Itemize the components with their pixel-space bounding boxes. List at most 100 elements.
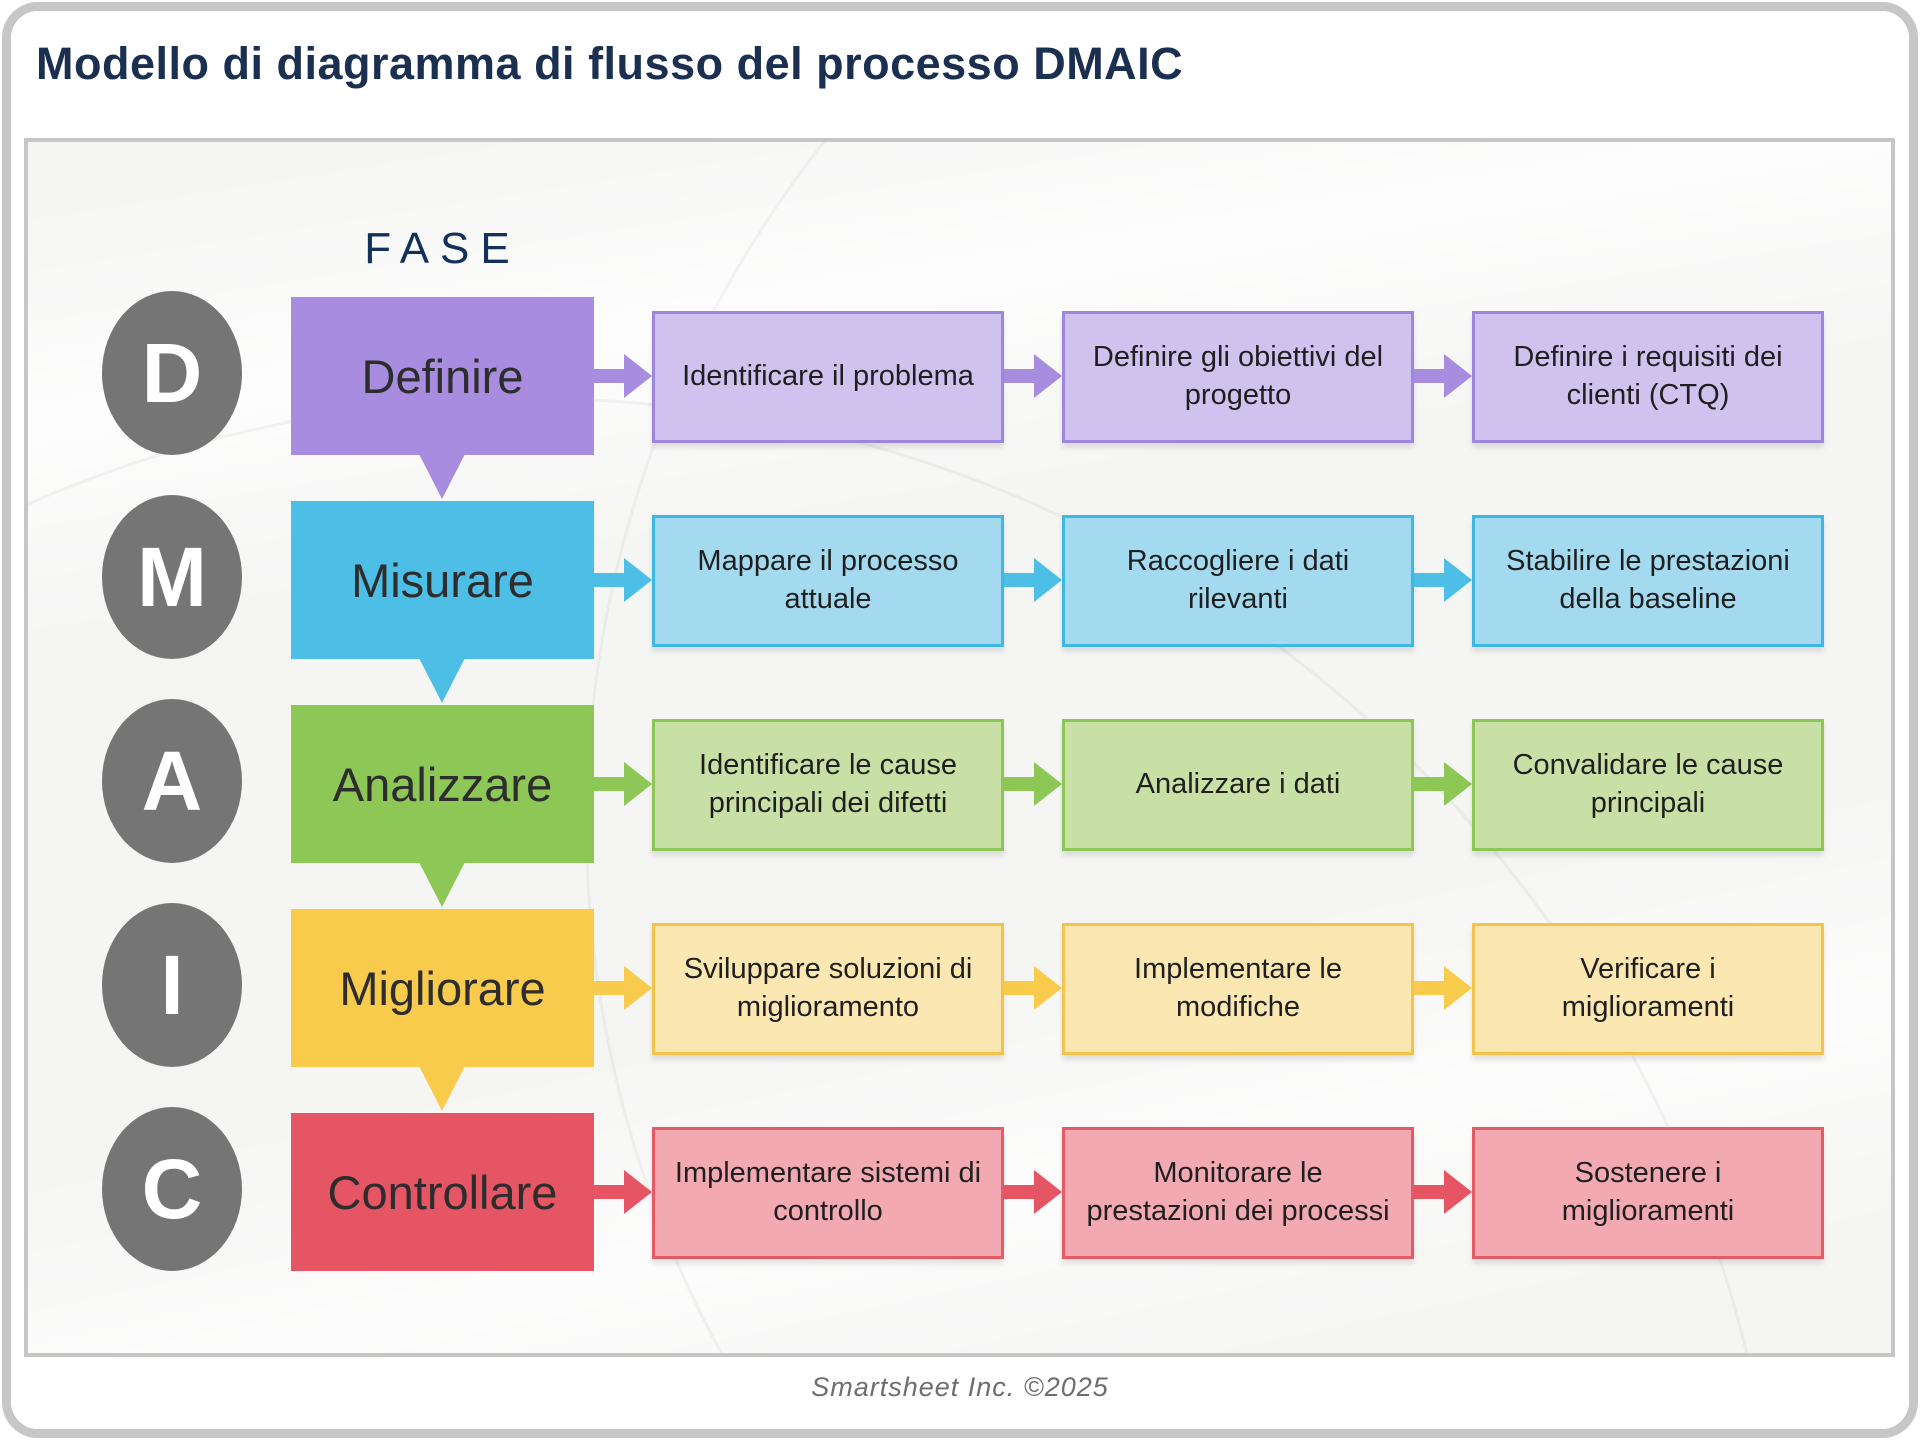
arrow-bar <box>1414 1185 1446 1199</box>
step-text: Convalidare le cause principali <box>1512 749 1784 819</box>
down-connector-icon <box>419 454 465 499</box>
phase-label: Analizzare <box>332 757 553 811</box>
down-connector-icon <box>419 658 465 703</box>
phase-box-analyze: Analizzare <box>291 705 594 863</box>
arrow-bar <box>594 777 626 791</box>
arrow-bar <box>594 1185 626 1199</box>
row-control: C Controllare Implementare sistemi di co… <box>28 1107 1891 1271</box>
flow-arrow-icon <box>594 966 652 1010</box>
step-box: Identificare il problema <box>652 311 1004 443</box>
step-box: Sviluppare soluzioni di miglioramento <box>652 923 1004 1055</box>
letter-badge-a: A <box>102 699 242 863</box>
arrow-bar <box>1004 777 1036 791</box>
arrow-bar <box>1414 573 1446 587</box>
phase-label: Misurare <box>351 553 534 607</box>
footer-credit: Smartsheet Inc. ©2025 <box>811 1372 1109 1402</box>
phase-box-improve: Migliorare <box>291 909 594 1067</box>
row-improve: I Migliorare Sviluppare soluzioni di mig… <box>28 903 1891 1111</box>
flow-arrow-icon <box>1004 762 1062 806</box>
arrow-head <box>1444 558 1472 602</box>
arrow-bar <box>594 369 626 383</box>
row-measure: M Misurare Mappare il processo attuale R… <box>28 495 1891 703</box>
step-text: Analizzare i dati <box>1135 768 1341 801</box>
arrow-head <box>1444 966 1472 1010</box>
letter-text: I <box>160 938 184 1032</box>
phase-box-control: Controllare <box>291 1113 594 1271</box>
step-text: Stabilire le prestazioni della baseline <box>1506 545 1790 615</box>
arrow-bar <box>1414 981 1446 995</box>
step-text: Implementare le modifiche <box>1134 953 1342 1023</box>
arrow-head <box>1444 762 1472 806</box>
row-define: D Definire Identificare il problema Defi… <box>28 291 1891 499</box>
arrow-head <box>1034 558 1062 602</box>
arrow-head <box>1034 966 1062 1010</box>
diagram-panel: FASE D Definire Identificare il problema… <box>24 138 1895 1357</box>
arrow-head <box>1034 762 1062 806</box>
step-box: Sostenere i miglioramenti <box>1472 1127 1824 1259</box>
step-box: Implementare le modifiche <box>1062 923 1414 1055</box>
arrow-bar <box>594 573 626 587</box>
arrow-bar <box>1004 369 1036 383</box>
step-text: Sviluppare soluzioni di miglioramento <box>683 953 973 1023</box>
flow-arrow-icon <box>1414 966 1472 1010</box>
letter-text: M <box>137 530 207 624</box>
step-box: Definire gli obiettivi del progetto <box>1062 311 1414 443</box>
step-text: Identificare il problema <box>682 360 974 393</box>
step-box: Monitorare le prestazioni dei processi <box>1062 1127 1414 1259</box>
letter-badge-m: M <box>102 495 242 659</box>
step-box: Convalidare le cause principali <box>1472 719 1824 851</box>
flow-arrow-icon <box>1004 1170 1062 1214</box>
arrow-bar <box>594 981 626 995</box>
step-box: Definire i requisiti dei clienti (CTQ) <box>1472 311 1824 443</box>
step-box: Identificare le cause principali dei dif… <box>652 719 1004 851</box>
arrow-bar <box>1004 981 1036 995</box>
arrow-head <box>1444 1170 1472 1214</box>
phase-box-define: Definire <box>291 297 594 455</box>
letter-badge-d: D <box>102 291 242 455</box>
step-box: Raccogliere i dati rilevanti <box>1062 515 1414 647</box>
down-connector-icon <box>419 862 465 907</box>
step-box: Verificare i miglioramenti <box>1472 923 1824 1055</box>
flow-arrow-icon <box>1004 354 1062 398</box>
letter-badge-i: I <box>102 903 242 1067</box>
step-text: Implementare sistemi di controllo <box>674 1157 982 1227</box>
arrow-head <box>624 966 652 1010</box>
step-box: Analizzare i dati <box>1062 719 1414 851</box>
step-text: Verificare i miglioramenti <box>1561 953 1735 1023</box>
arrow-head <box>1034 1170 1062 1214</box>
flow-arrow-icon <box>1004 966 1062 1010</box>
step-box: Stabilire le prestazioni della baseline <box>1472 515 1824 647</box>
letter-text: D <box>141 326 203 420</box>
arrow-bar <box>1004 1185 1036 1199</box>
page-title: Modello di diagramma di flusso del proce… <box>36 38 1184 89</box>
step-text: Definire i requisiti dei clienti (CTQ) <box>1513 341 1783 411</box>
flow-arrow-icon <box>1414 354 1472 398</box>
arrow-head <box>624 762 652 806</box>
step-text: Sostenere i miglioramenti <box>1561 1157 1735 1227</box>
arrow-head <box>624 354 652 398</box>
step-text: Mappare il processo attuale <box>697 545 959 615</box>
phase-box-measure: Misurare <box>291 501 594 659</box>
flow-arrow-icon <box>594 354 652 398</box>
phase-column-header: FASE <box>364 224 521 273</box>
phase-label: Definire <box>361 349 524 403</box>
letter-text: C <box>141 1142 203 1236</box>
arrow-bar <box>1004 573 1036 587</box>
step-box: Implementare sistemi di controllo <box>652 1127 1004 1259</box>
arrow-head <box>1444 354 1472 398</box>
phase-label: Migliorare <box>339 961 546 1015</box>
row-analyze: A Analizzare Identificare le cause princ… <box>28 699 1891 907</box>
phase-label: Controllare <box>327 1165 558 1219</box>
letter-text: A <box>141 734 203 828</box>
arrow-bar <box>1414 777 1446 791</box>
flow-arrow-icon <box>1414 1170 1472 1214</box>
step-text: Definire gli obiettivi del progetto <box>1092 341 1384 411</box>
arrow-bar <box>1414 369 1446 383</box>
arrow-head <box>1034 354 1062 398</box>
arrow-head <box>624 558 652 602</box>
step-box: Mappare il processo attuale <box>652 515 1004 647</box>
step-text: Monitorare le prestazioni dei processi <box>1086 1157 1390 1227</box>
flow-arrow-icon <box>594 762 652 806</box>
letter-badge-c: C <box>102 1107 242 1271</box>
arrow-head <box>624 1170 652 1214</box>
